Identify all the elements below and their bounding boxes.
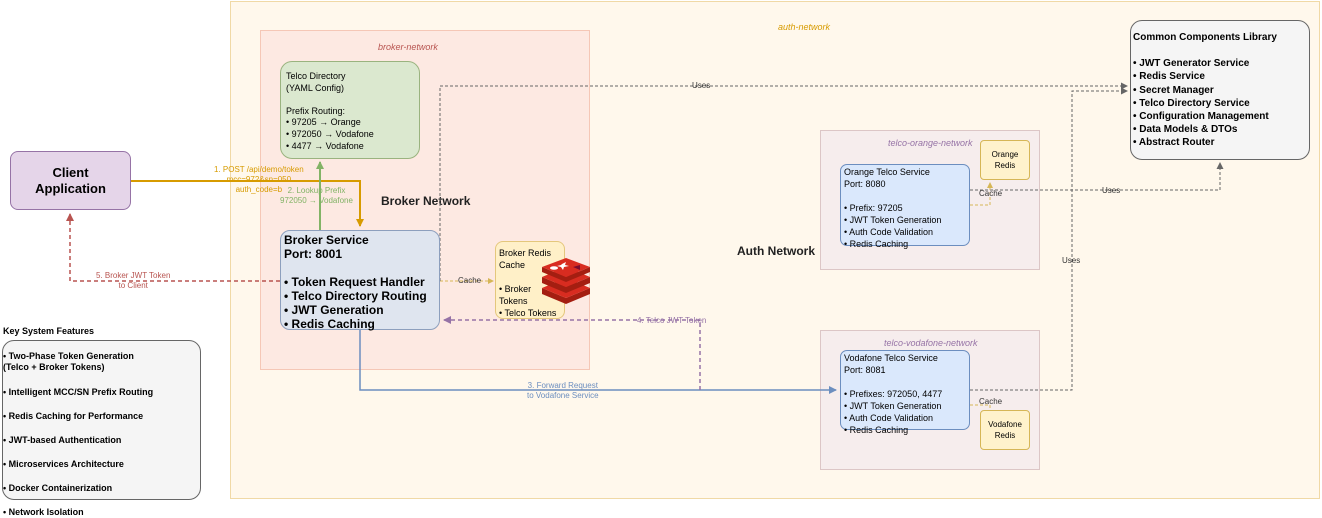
- orange-telco-service-node: Orange Telco Service Port: 8080 • Prefix…: [840, 164, 970, 249]
- vodafone-network-label: telco-vodafone-network: [884, 338, 978, 348]
- edge-step5: [66, 213, 280, 282]
- edge-label-step3: 3. Forward Request to Vodafone Service: [527, 381, 599, 400]
- broker-network-section-label: Broker Network: [381, 194, 471, 208]
- telco-directory-subtitle: (YAML Config): [286, 82, 345, 93]
- broker-service-item: • Telco Directory Routing: [284, 289, 427, 303]
- broker-redis-item: Tokens: [499, 296, 528, 306]
- telco-directory-route: • 97205 → Orange: [286, 117, 361, 128]
- vodafone-service-port: Port: 8081: [844, 365, 886, 375]
- edge-label-cache-vodafone: Cache: [979, 397, 1003, 406]
- feature-item: • JWT-based Authentication: [3, 435, 122, 445]
- edge-step1: [131, 180, 364, 227]
- orange-redis-node: Orange Redis: [980, 140, 1030, 180]
- feature-item: • Two-Phase Token Generation (Telco + Br…: [3, 351, 134, 372]
- feature-item: • Redis Caching for Performance: [3, 411, 144, 421]
- edge-label-uses-vodafone: Uses: [1062, 256, 1081, 265]
- common-library-item: • Configuration Management: [1133, 111, 1269, 123]
- common-library-item: • Secret Manager: [1133, 84, 1214, 96]
- edge-label-uses-orange: Uses: [1102, 186, 1121, 195]
- edge-label-step2: 2. Lookup Prefix 972050 → Vodafone: [280, 186, 353, 205]
- auth-network-section-label: Auth Network: [737, 244, 815, 258]
- telco-directory-route: • 4477 → Vodafone: [286, 140, 364, 151]
- edge-label-cache-orange: Cache: [979, 189, 1003, 198]
- edge-cache-orange: [970, 182, 993, 206]
- edge-cache-vodafone: [970, 404, 993, 428]
- edge-label-step4: 4. Telco JWT Token: [637, 316, 707, 325]
- telco-directory-title: Telco Directory: [286, 71, 346, 81]
- vodafone-service-item: • JWT Token Generation: [844, 401, 942, 411]
- telco-directory-route: • 972050 → Vodafone: [286, 128, 374, 139]
- broker-redis-subtitle: Cache: [499, 260, 526, 270]
- orange-service-item: • Prefix: 97205: [844, 203, 903, 213]
- redis-logo-icon: [542, 258, 590, 304]
- orange-service-item: • Redis Caching: [844, 239, 909, 249]
- edge-label-step5: 5. Broker JWT Token to Client: [96, 271, 171, 290]
- orange-service-item: • Auth Code Validation: [844, 227, 934, 237]
- orange-service-item: • JWT Token Generation: [844, 215, 942, 225]
- features-title: Key System Features: [3, 326, 95, 336]
- auth-network-label: auth-network: [778, 22, 831, 32]
- edge-label-step1: 1. POST /api/demo/token mcc=972&sn=050 a…: [214, 165, 304, 194]
- common-library-item: • Redis Service: [1133, 71, 1205, 83]
- edge-uses-orange: [970, 162, 1224, 191]
- broker-redis-item: • Broker: [499, 284, 532, 294]
- client-application-node: Client Application: [10, 151, 131, 210]
- orange-service-port: Port: 8080: [844, 179, 886, 189]
- edge-label-cache-broker: Cache: [458, 276, 482, 285]
- orange-service-title: Orange Telco Service: [844, 167, 930, 177]
- vodafone-service-item: • Redis Caching: [844, 425, 909, 435]
- edge-uses-broker: [439, 82, 1128, 281]
- feature-item: • Intelligent MCC/SN Prefix Routing: [3, 387, 154, 397]
- edge-uses-vodafone: [970, 87, 1128, 391]
- telco-directory-routing-heading: Prefix Routing:: [286, 105, 346, 116]
- edge-step4: [443, 316, 701, 390]
- vodafone-telco-service-node: Vodafone Telco Service Port: 8081 • Pref…: [840, 350, 970, 435]
- common-library-title: Common Components Library: [1133, 32, 1277, 43]
- vodafone-service-item: • Prefixes: 972050, 4477: [844, 389, 943, 399]
- broker-network-label: broker-network: [378, 42, 438, 52]
- broker-service-item: • Token Request Handler: [284, 275, 425, 289]
- common-library-item: • Data Models & DTOs: [1133, 124, 1238, 136]
- edge-step3: [359, 330, 837, 394]
- broker-redis-item: • Telco Tokens: [499, 308, 557, 318]
- broker-service-node: Broker Service Port: 8001 • Token Reques…: [280, 230, 440, 331]
- common-library-item: • Abstract Router: [1133, 137, 1215, 149]
- broker-service-title: Broker Service: [284, 233, 369, 247]
- vodafone-service-item: • Auth Code Validation: [844, 413, 934, 423]
- features-panel: [2, 340, 201, 500]
- broker-service-port: Port: 8001: [284, 247, 343, 261]
- orange-network-label: telco-orange-network: [888, 138, 973, 148]
- feature-item: • Docker Containerization: [3, 483, 113, 493]
- broker-redis-title: Broker Redis: [499, 248, 552, 258]
- broker-service-item: • Redis Caching: [284, 317, 375, 331]
- broker-service-item: • JWT Generation: [284, 303, 384, 317]
- vodafone-redis-node: Vodafone Redis: [980, 410, 1030, 450]
- edge-label-uses-broker: Uses: [692, 81, 711, 90]
- feature-item: • Microservices Architecture: [3, 459, 124, 469]
- common-library-item: • Telco Directory Service: [1133, 97, 1250, 109]
- feature-item: • Network Isolation: [3, 507, 84, 517]
- vodafone-service-title: Vodafone Telco Service: [844, 353, 938, 363]
- common-components-library-node: Common Components Library • JWT Generato…: [1130, 20, 1310, 160]
- common-library-item: • JWT Generator Service: [1133, 58, 1250, 70]
- telco-directory-node: Telco Directory (YAML Config) Prefix Rou…: [280, 61, 420, 159]
